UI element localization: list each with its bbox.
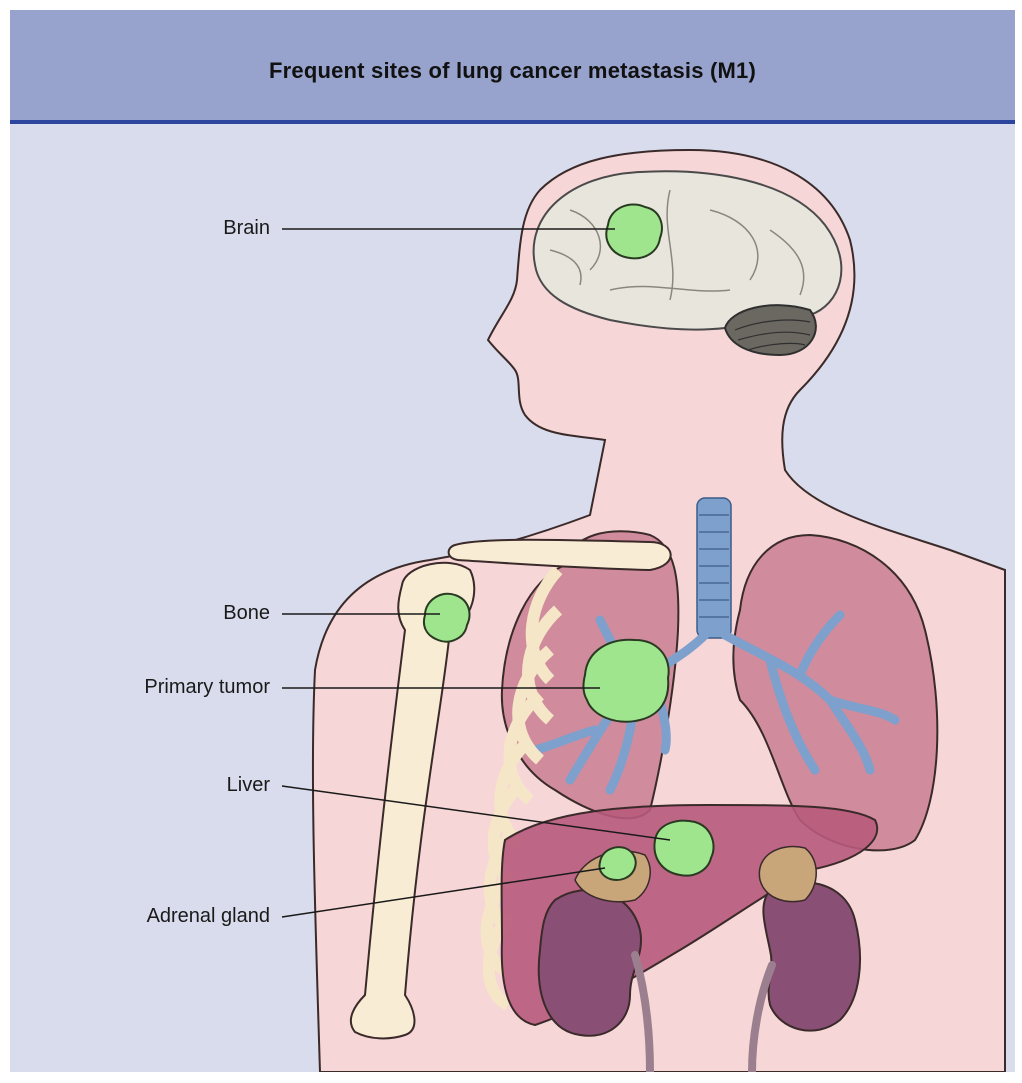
label-brain: Brain xyxy=(10,217,270,240)
left-kidney xyxy=(763,882,860,1030)
brain-tumor xyxy=(606,204,662,258)
liver-tumor xyxy=(654,821,713,876)
label-bone: Bone xyxy=(10,602,270,625)
adrenal-tumor xyxy=(599,847,635,880)
label-liver: Liver xyxy=(10,774,270,797)
label-adrenal-gland: Adrenal gland xyxy=(10,905,270,928)
diagram-figure: Frequent sites of lung cancer metastasis… xyxy=(10,10,1015,1072)
bone-tumor xyxy=(424,594,470,642)
right-kidney xyxy=(539,890,641,1036)
left-adrenal-gland xyxy=(759,847,816,902)
primary-tumor xyxy=(583,640,668,722)
label-primary-tumor: Primary tumor xyxy=(10,676,270,699)
